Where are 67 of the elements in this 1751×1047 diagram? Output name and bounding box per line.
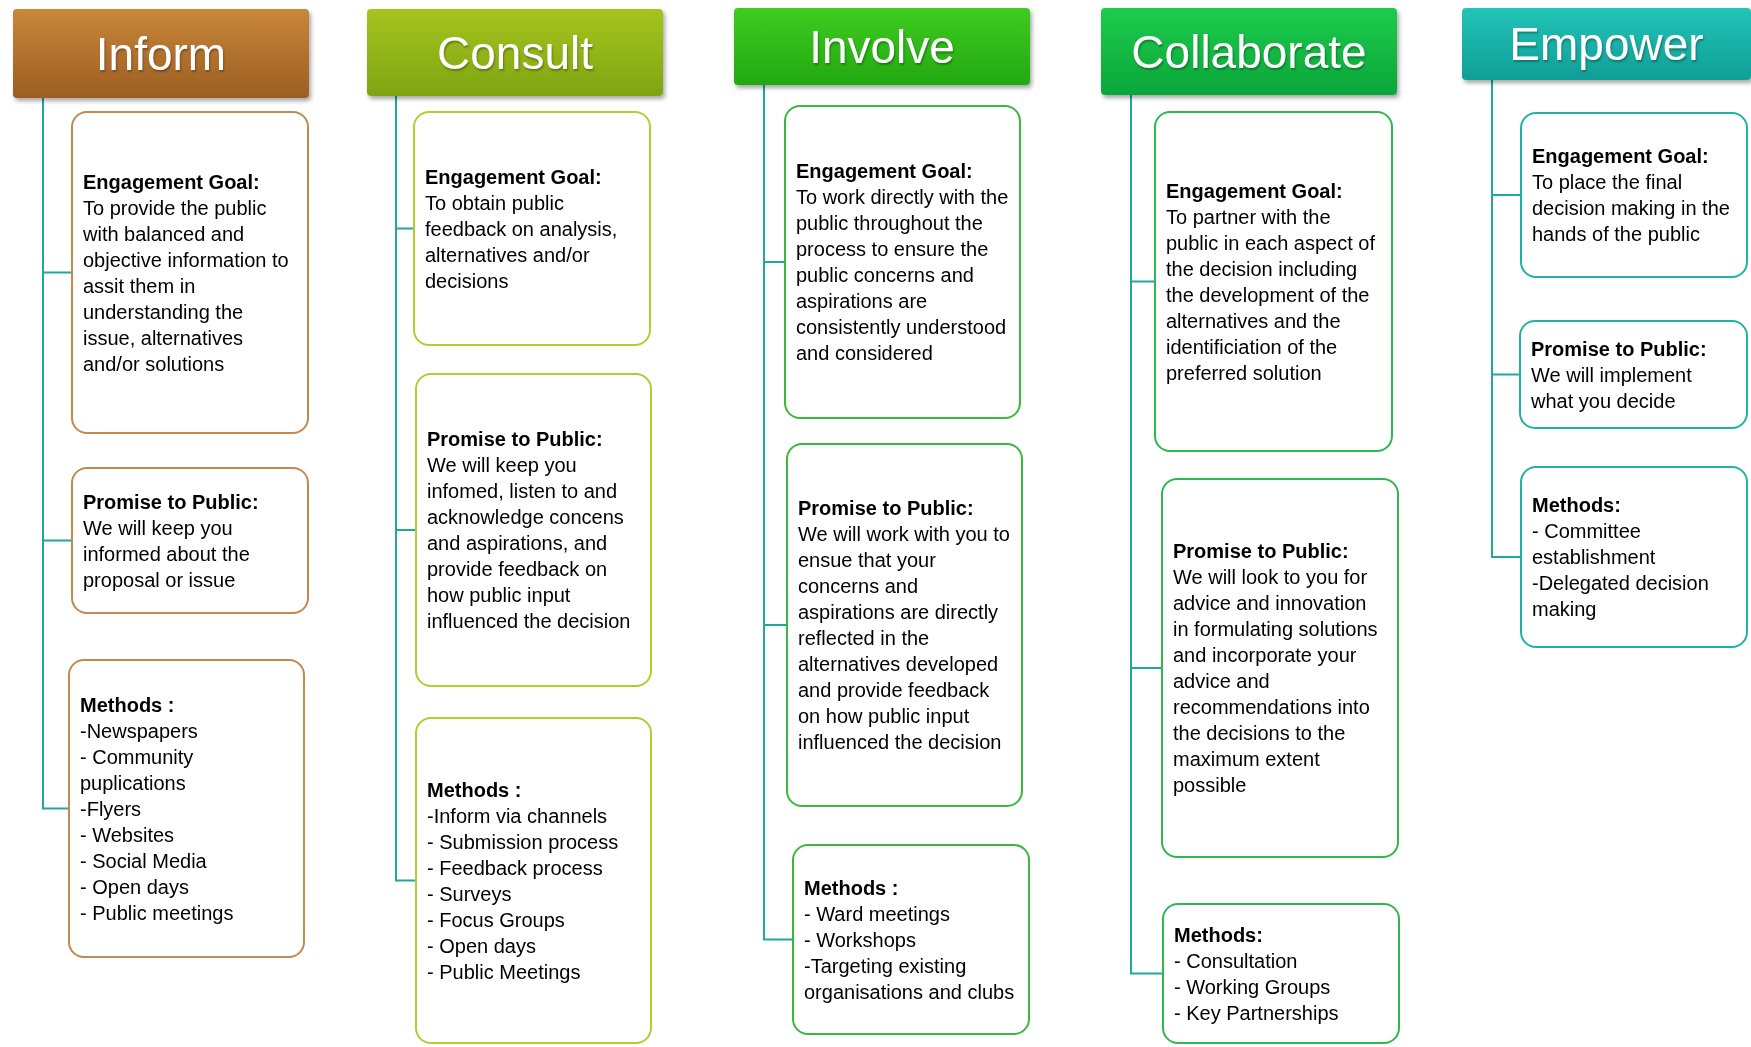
box-heading: Engagement Goal: [1532,144,1710,169]
box-heading: Promise to Public: [798,496,975,521]
box-text: - Focus Groups [427,907,566,933]
box-heading: Methods : [804,875,900,901]
info-box [784,105,1021,419]
box-text: -Inform via channels [427,803,609,829]
box-heading: Promise to Public: [1531,336,1708,362]
box-text: - Social Media [80,848,208,874]
box-text: - Workshops [804,927,917,953]
box-text: - Open days [80,874,190,900]
box-text: -Targeting existing organisations and clubs [804,953,1016,1005]
box-text: - Websites [80,822,176,848]
info-box [1519,320,1748,429]
box-heading: Engagement Goal: [425,164,603,190]
info-box [415,717,652,1044]
box-heading: Engagement Goal: [796,159,974,184]
stage-header: Inform [13,9,309,98]
info-box [792,844,1030,1035]
box-text: - Feedback process [427,855,604,881]
stage-header: Consult [367,9,663,96]
box-heading: Methods : [80,692,176,718]
info-box [1161,478,1399,858]
box-text: - Consultation [1174,948,1299,974]
box-text: -Flyers [80,796,143,822]
box-heading: Methods: [1532,493,1622,518]
box-text: -Delegated decision making [1532,571,1710,622]
box-text: To partner with the public in each aspect of the decision including the development of the alternatives and the identificiation of the preferred solution [1166,204,1377,386]
info-box [71,467,309,614]
box-text: - Working Groups [1174,974,1332,1000]
box-heading: Methods: [1174,922,1264,948]
box-text: To obtain public feedback on analysis, alternatives and/or decisions [425,190,619,294]
info-box [1162,903,1400,1044]
box-heading: Promise to Public: [83,489,260,515]
box-text: We will implement what you decide [1531,362,1693,414]
box-text: We will keep you infomed, listen to and acknowledge concens and aspirations, and provide feedback on how public input influenced the decision [427,453,632,634]
box-heading: Methods : [427,777,523,803]
stage-header: Collaborate [1101,8,1397,95]
info-box [786,443,1023,807]
box-text: - Public Meetings [427,959,582,985]
box-text: - Key Partnerships [1174,1000,1340,1026]
box-text: To work directly with the public throughout the process to ensure the public concerns and aspirations are consistently understood and considered [796,185,1009,366]
box-text: - Ward meetings [804,901,951,927]
box-text: We will work with you to ensue that your concerns and aspirations are directly reflected in the alternatives developed and provide feedback on how public input influenced the decision [798,522,1011,755]
box-text: We will look to you for advice and innovation in formulating solutions and incorporate your advice and recommendations into the decisions to the maximum extent possible [1173,565,1379,798]
stage-header: Empower [1462,8,1751,80]
box-text: - Community puplications [80,744,195,796]
stage-header: Involve [734,8,1030,85]
box-heading: Promise to Public: [1173,539,1350,564]
info-box [1520,112,1748,278]
box-text: - Submission process [427,829,620,855]
box-heading: Engagement Goal: [1166,178,1344,204]
info-box [1154,111,1393,452]
info-box [68,659,305,958]
box-heading: Engagement Goal: [83,169,261,195]
box-text: To provide the public with balanced and objective information to assit them in understanding the issue, alternatives and/or solutions [83,195,290,377]
info-box [413,111,651,346]
info-box [1520,466,1748,648]
box-text: To place the final decision making in the hands of the public [1532,170,1731,247]
info-box [415,373,652,687]
box-text: - Open days [427,933,537,959]
box-text: - Committee establishment [1532,519,1657,570]
box-text: - Public meetings [80,900,235,926]
info-box [71,111,309,434]
box-text: - Surveys [427,881,513,907]
box-text: We will keep you informed about the proposal or issue [83,515,251,593]
box-heading: Promise to Public: [427,427,604,452]
box-text: -Newspapers [80,718,199,744]
